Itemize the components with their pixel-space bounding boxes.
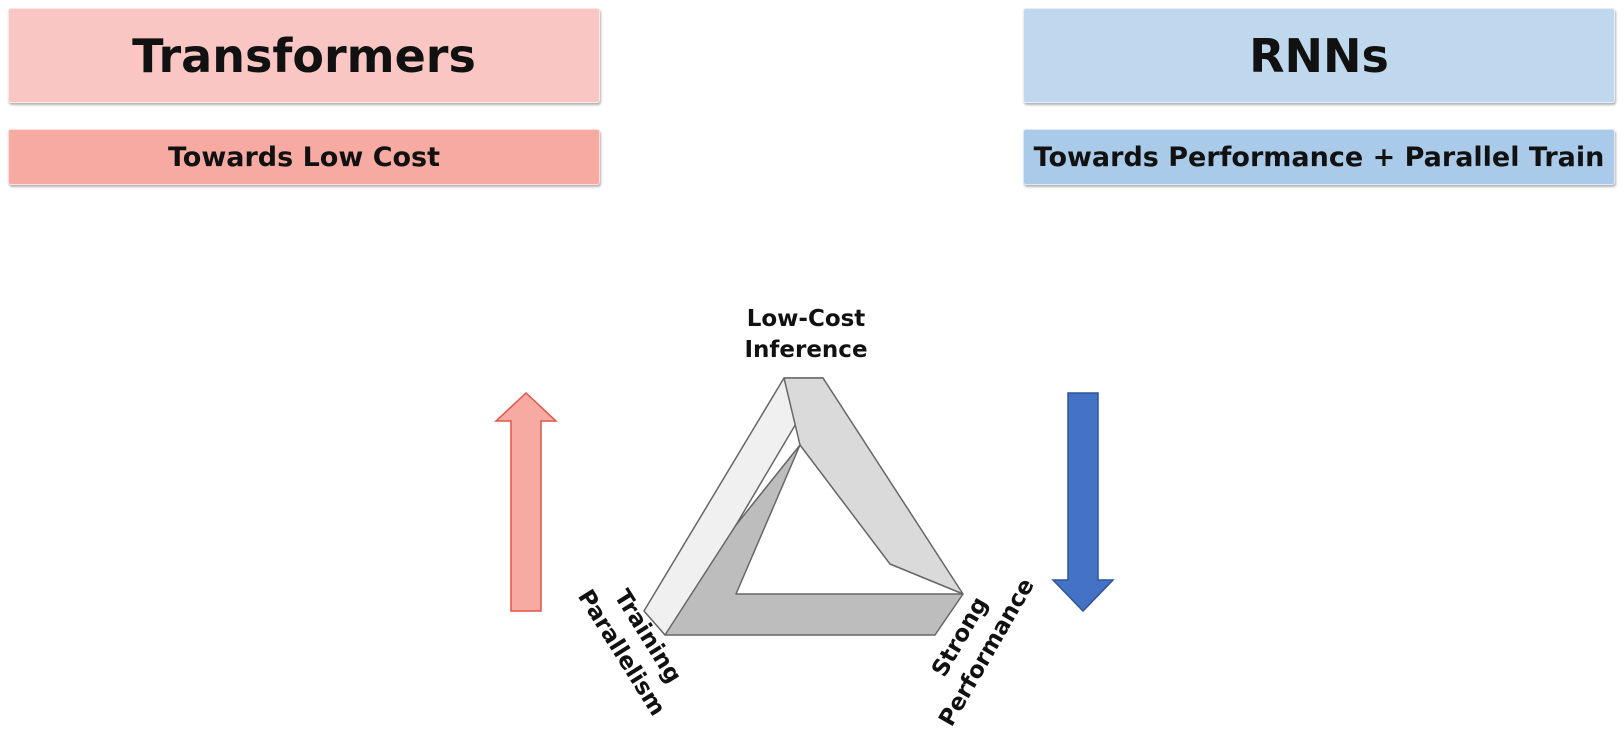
triangle-face-right — [783, 377, 964, 595]
rnns-title: RNNs — [1249, 28, 1389, 83]
transformers-subtitle: Towards Low Cost — [167, 141, 441, 173]
vertex-label-top: Low-Cost Inference — [706, 304, 906, 366]
diagram-canvas — [494, 377, 1115, 636]
triangle-face-bottom — [664, 444, 964, 636]
rnns-subtitle: Towards Performance + Parallel Train — [1033, 141, 1605, 173]
rnns-subtitle-box: Towards Performance + Parallel Train — [1023, 129, 1615, 185]
impossible-triangle — [643, 377, 964, 636]
transformers-title: Transformers — [132, 28, 476, 83]
rnns-down-arrow — [1051, 392, 1115, 613]
vertex-label-top-line2: Inference — [744, 337, 868, 363]
transformers-up-arrow — [494, 391, 558, 612]
vertex-label-top-line1: Low-Cost — [746, 306, 866, 332]
transformers-title-box: Transformers — [8, 8, 600, 103]
transformers-subtitle-box: Towards Low Cost — [8, 129, 600, 185]
rnns-title-box: RNNs — [1023, 8, 1615, 103]
